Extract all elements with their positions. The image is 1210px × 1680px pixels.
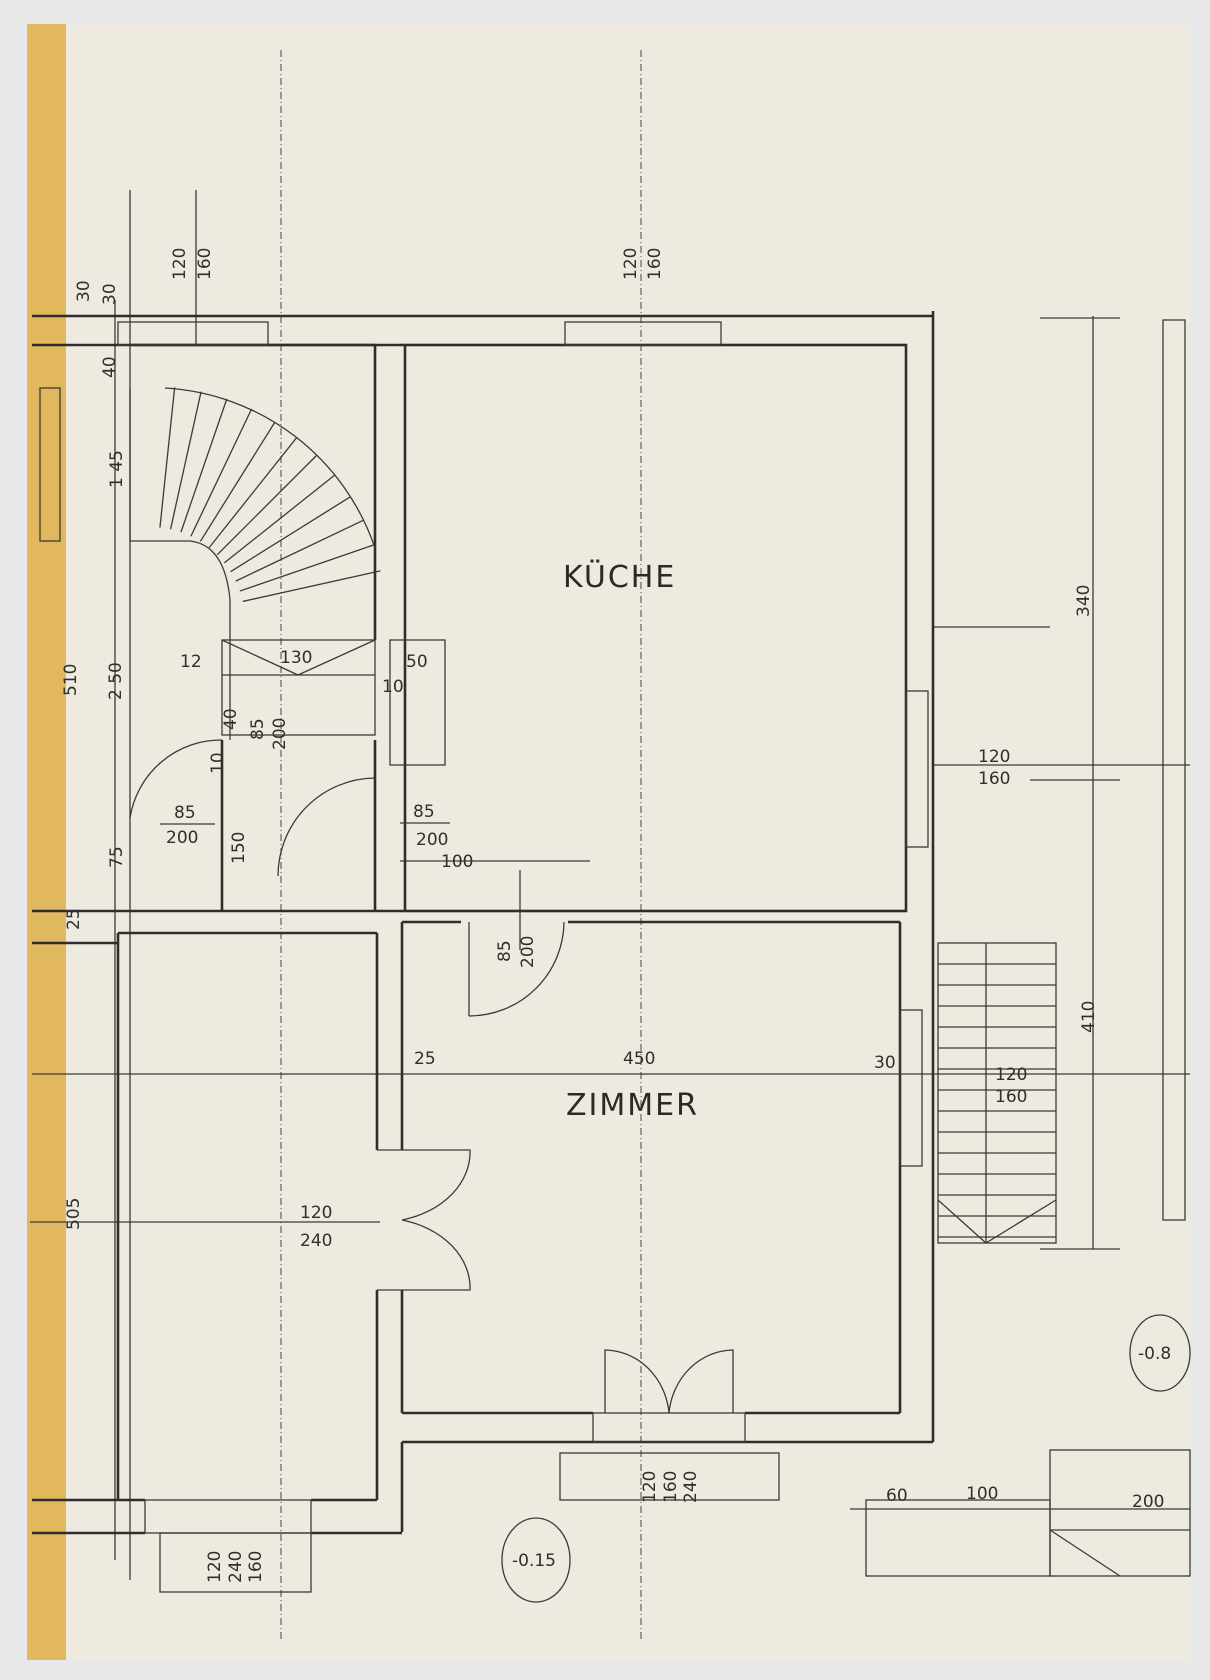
dim-label: 120 — [978, 747, 1010, 767]
dim-label: 240 — [226, 1551, 246, 1583]
dim-label: 160 — [645, 248, 665, 280]
dim-label: 240 — [300, 1231, 332, 1251]
dim-label: 510 — [61, 664, 81, 696]
dim-label: 85 — [248, 718, 268, 740]
room-label-kitchen: KÜCHE — [563, 559, 676, 595]
dim-label: 120 — [995, 1065, 1027, 1085]
dim-label: 120 — [640, 1471, 660, 1503]
dim-label: 12 — [180, 652, 202, 672]
dim-label: 120 — [621, 248, 641, 280]
dim-label: 85 — [413, 802, 435, 822]
stair-tread — [230, 496, 351, 573]
dim-label: 200 — [518, 936, 538, 968]
walls — [32, 311, 935, 1535]
dim-label: 160 — [661, 1471, 681, 1503]
stair-tread — [208, 436, 298, 549]
dim-label: 160 — [995, 1087, 1027, 1107]
dim-label: 240 — [681, 1471, 701, 1503]
level-marker-right — [1129, 1314, 1191, 1392]
dim-label: 85 — [495, 940, 515, 962]
stair-tread — [190, 408, 253, 537]
dim-label: 85 — [174, 803, 196, 823]
dim-label: 340 — [1074, 585, 1094, 617]
stair-tread — [199, 421, 276, 542]
dim-label: 50 — [406, 652, 428, 672]
dim-label: 160 — [246, 1551, 266, 1583]
dim-label: 25 — [414, 1049, 436, 1069]
dim-label: 1 45 — [107, 450, 127, 488]
dim-label: 150 — [229, 832, 249, 864]
stair-tread — [242, 570, 381, 603]
dim-label: 120 — [170, 248, 190, 280]
dim-label: 160 — [978, 769, 1010, 789]
dim-label: 410 — [1079, 1001, 1099, 1033]
dim-label: 40 — [221, 708, 241, 730]
spiral-staircase — [39, 387, 446, 766]
dim-label: 450 — [623, 1049, 655, 1069]
dim-label: 120 — [205, 1551, 225, 1583]
dim-label: 100 — [441, 852, 473, 872]
terrace-steps — [865, 1449, 1191, 1577]
dim-label: 60 — [886, 1486, 908, 1506]
stair-tread — [159, 387, 176, 528]
dim-label: 160 — [195, 248, 215, 280]
windows — [117, 321, 929, 1593]
labels: KÜCHE ZIMMER -0.15 -0.8 120 160 120 160 … — [61, 248, 1171, 1583]
dim-label: 100 — [966, 1484, 998, 1504]
adhesive-tape-strip — [27, 24, 66, 1660]
dim-label: 30 — [874, 1053, 896, 1073]
level-label-front: -0.15 — [512, 1551, 556, 1571]
stair-tread — [239, 544, 374, 592]
dim-label: 200 — [270, 718, 290, 750]
exterior-staircase — [937, 319, 1186, 1244]
dim-label: 200 — [416, 830, 448, 850]
stair-tread — [235, 519, 364, 582]
dim-label: 10 — [208, 752, 228, 774]
dim-label: 130 — [280, 648, 312, 668]
dim-label: 25 — [64, 908, 84, 930]
dim-label: 2 50 — [106, 662, 126, 700]
dimension-lines — [30, 50, 1190, 1640]
stair-tread — [223, 474, 336, 564]
stair-tread — [180, 398, 228, 533]
dim-label: 40 — [100, 356, 120, 378]
stair-tread — [169, 391, 202, 530]
dim-label: 30 — [74, 280, 94, 302]
doors — [129, 739, 734, 1414]
dim-label: 10 — [382, 677, 404, 697]
dim-label: 75 — [107, 846, 127, 868]
dim-label: 200 — [1132, 1492, 1164, 1512]
dim-label: 505 — [64, 1198, 84, 1230]
dim-label: 30 — [100, 283, 120, 305]
room-label-zimmer: ZIMMER — [566, 1088, 699, 1123]
dim-label: 120 — [300, 1203, 332, 1223]
dim-label: 200 — [166, 828, 198, 848]
level-marker-front — [501, 1517, 571, 1603]
level-label-right: -0.8 — [1138, 1344, 1171, 1364]
stair-tread — [216, 454, 318, 556]
